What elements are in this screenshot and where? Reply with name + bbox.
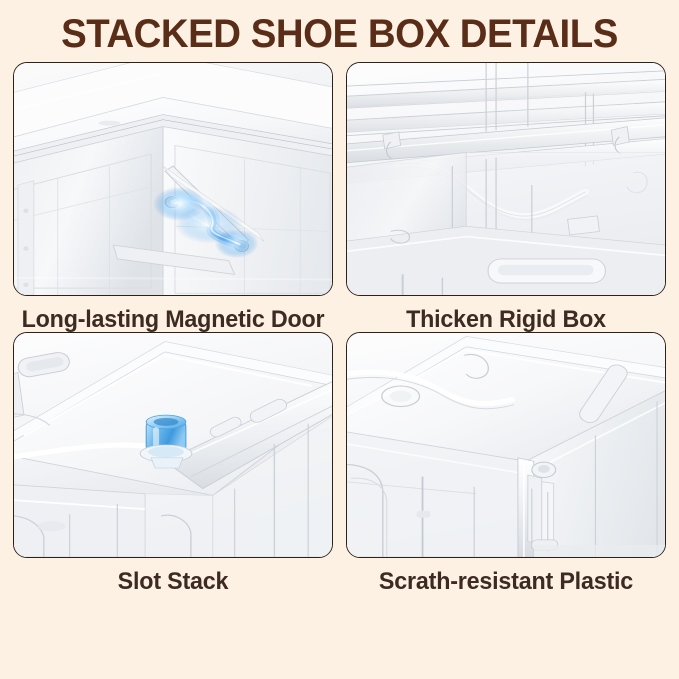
illustration-magnetic-door — [14, 63, 332, 295]
feature-caption-scratch-resistant: Scrath-resistant Plastic — [378, 568, 634, 595]
feature-caption-slot-stack: Slot Stack — [117, 568, 229, 595]
feature-cell-rigid-box: Thicken Rigid Box — [346, 62, 666, 332]
feature-cell-scratch-resistant: Scrath-resistant Plastic — [346, 332, 666, 594]
illustration-rigid-box — [347, 63, 665, 295]
illustration-slot-stack — [14, 333, 332, 557]
feature-image-magnetic-door — [13, 62, 333, 296]
feature-image-scratch-resistant — [346, 332, 666, 558]
feature-image-slot-stack — [13, 332, 333, 558]
page-title: STACKED SHOE BOX DETAILS — [61, 12, 618, 56]
feature-cell-slot-stack: Slot Stack — [13, 332, 333, 594]
illustration-scratch-resistant — [347, 333, 665, 557]
feature-caption-rigid-box: Thicken Rigid Box — [406, 306, 606, 333]
feature-grid: Long-lasting Magnetic Door — [13, 62, 666, 667]
feature-cell-magnetic-door: Long-lasting Magnetic Door — [13, 62, 333, 332]
magnetic-glow-effect — [153, 186, 259, 259]
feature-image-rigid-box — [346, 62, 666, 296]
feature-caption-magnetic-door: Long-lasting Magnetic Door — [21, 306, 325, 333]
slot-peg-highlight — [139, 414, 193, 469]
